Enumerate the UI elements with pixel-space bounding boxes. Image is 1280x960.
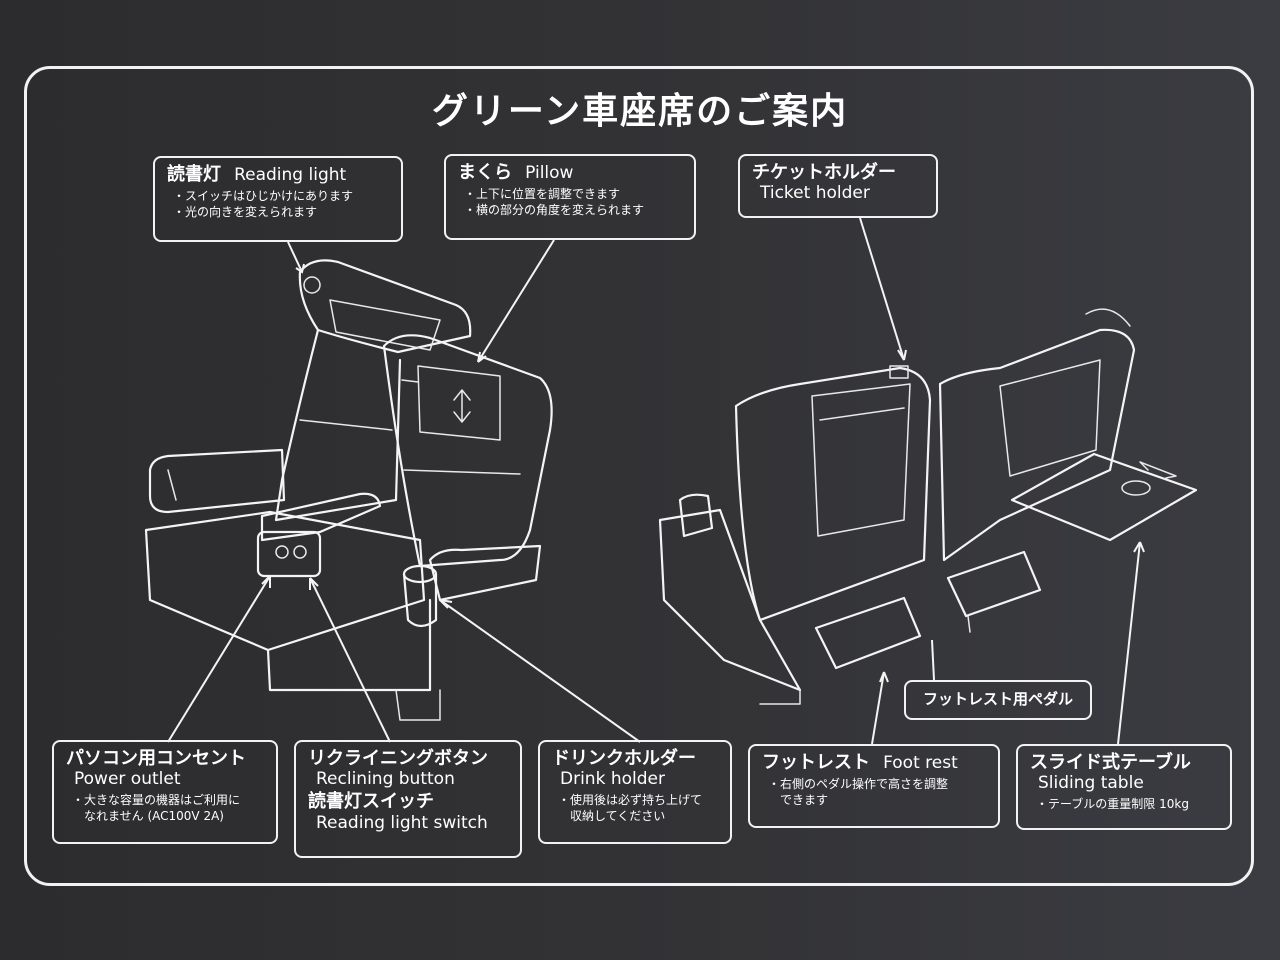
foot-rest-label: フットレスト Foot rest ・右側のペダル操作で高さを調整 できます bbox=[748, 744, 1000, 828]
sign-border bbox=[24, 66, 1254, 886]
reading-light-note-1: ・スイッチはひじかけにあります bbox=[173, 189, 354, 204]
reading-light-note-2: ・光の向きを変えられます bbox=[173, 205, 318, 220]
pointer-lines bbox=[167, 217, 1145, 745]
reclining-button-jp: リクライニングボタン bbox=[308, 748, 488, 769]
foot-rest-note-2: できます bbox=[768, 793, 829, 808]
rear-seat-illustration bbox=[658, 308, 1198, 705]
reclining-button-en: Reclining button bbox=[316, 769, 455, 790]
drink-holder-note-1: ・使用後は必ず持ち上げて bbox=[558, 793, 703, 808]
power-outlet-jp: パソコン用コンセント bbox=[66, 748, 246, 769]
power-outlet-label: パソコン用コンセント Power outlet ・大きな容量の機器はご利用に な… bbox=[52, 740, 278, 844]
reading-light-switch-en: Reading light switch bbox=[316, 812, 488, 833]
pillow-note-2: ・横の部分の角度を変えられます bbox=[464, 203, 645, 218]
pillow-note-1: ・上下に位置を調整できます bbox=[464, 187, 621, 202]
power-outlet-note-1: ・大きな容量の機器はご利用に bbox=[72, 793, 241, 808]
reading-light-label: 読書灯 Reading light ・スイッチはひじかけにあります ・光の向きを… bbox=[153, 156, 403, 242]
pillow-label: まくら Pillow ・上下に位置を調整できます ・横の部分の角度を変えられます bbox=[444, 154, 696, 240]
sign-title: グリーン車座席のご案内 bbox=[431, 91, 849, 132]
reading-light-switch-jp: 読書灯スイッチ bbox=[308, 791, 434, 813]
reclining-button-label: リクライニングボタン Reclining button 読書灯スイッチ Read… bbox=[294, 740, 522, 858]
foot-rest-en: Foot rest bbox=[883, 753, 958, 773]
reading-light-en: Reading light bbox=[234, 165, 347, 185]
ticket-holder-en: Ticket holder bbox=[760, 183, 870, 204]
power-outlet-en: Power outlet bbox=[74, 769, 181, 790]
ticket-holder-label: チケットホルダー Ticket holder bbox=[738, 154, 938, 218]
reading-light-jp: 読書灯 bbox=[167, 164, 221, 185]
front-seat-illustration bbox=[144, 259, 553, 721]
drink-holder-note-2: 収納してください bbox=[558, 809, 666, 824]
foot-rest-note-1: ・右側のペダル操作で高さを調整 bbox=[768, 777, 949, 792]
sliding-table-jp: スライド式テーブル bbox=[1030, 752, 1191, 773]
drink-holder-en: Drink holder bbox=[560, 769, 665, 790]
foot-rest-jp: フットレスト bbox=[762, 752, 870, 773]
sliding-table-label: スライド式テーブル Sliding table ・テーブルの重量制限 10kg bbox=[1016, 744, 1232, 830]
sliding-table-en: Sliding table bbox=[1038, 773, 1144, 794]
drink-holder-label: ドリンクホルダー Drink holder ・使用後は必ず持ち上げて 収納してく… bbox=[538, 740, 732, 844]
pillow-en: Pillow bbox=[525, 163, 574, 183]
pillow-jp: まくら bbox=[458, 162, 512, 183]
footrest-pedal-label: フットレスト用ペダル bbox=[904, 680, 1092, 720]
sliding-table-note-1: ・テーブルの重量制限 10kg bbox=[1036, 797, 1189, 812]
power-outlet-note-2: なれません (AC100V 2A) bbox=[72, 809, 224, 824]
footrest-pedal-jp: フットレスト用ペダル bbox=[922, 690, 1073, 708]
ticket-holder-jp: チケットホルダー bbox=[752, 162, 896, 183]
drink-holder-jp: ドリンクホルダー bbox=[552, 748, 696, 769]
